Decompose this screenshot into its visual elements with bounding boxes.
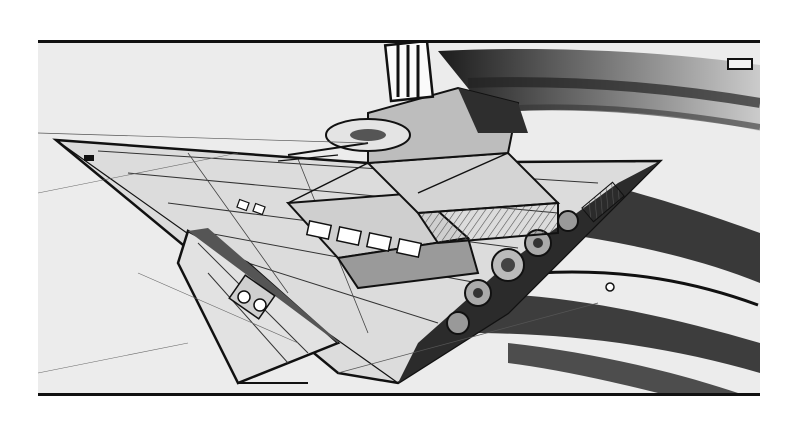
superstructure (285, 151, 561, 290)
starship-sketch (38, 43, 760, 393)
hull-shadow-flank (398, 161, 660, 383)
lower-wing (176, 228, 341, 385)
illustration-frame (38, 43, 760, 393)
bridge-tower (277, 43, 528, 165)
construction-lines (38, 132, 599, 374)
top-border-rule (38, 40, 760, 43)
bottom-border-rule (38, 393, 760, 396)
